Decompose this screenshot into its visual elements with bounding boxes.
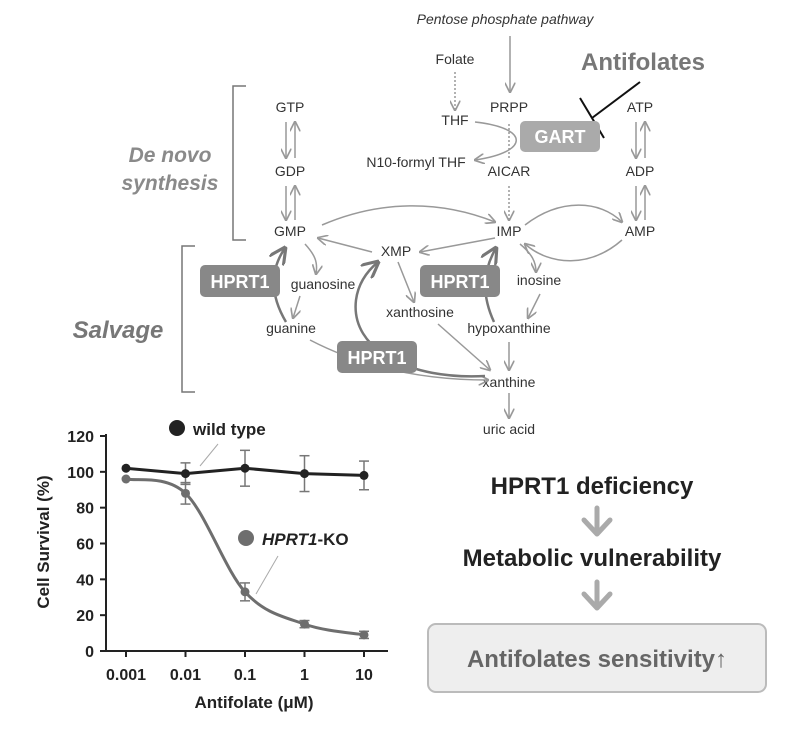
y-tick-label: 20 xyxy=(76,608,94,625)
x-tick-label: 0.001 xyxy=(106,667,146,684)
x-tick-label: 0.01 xyxy=(170,667,201,684)
summary-flow: HPRT1 deficiency Metabolic vulnerability… xyxy=(427,473,767,693)
summary-line-2: Metabolic vulnerability xyxy=(463,545,722,572)
data-point xyxy=(359,630,369,640)
y-tick-label: 60 xyxy=(76,537,94,554)
data-point xyxy=(300,469,309,479)
adp-label: ADP xyxy=(626,163,655,179)
down-arrow-icon xyxy=(581,579,613,611)
summary-line-3: Antifolates sensitivity↑ xyxy=(467,646,727,673)
data-point xyxy=(121,474,131,484)
amp-label: AMP xyxy=(625,223,655,239)
hprt1-label: HPRT1 xyxy=(430,272,489,292)
survival-chart: Cell Survival (%) Antifolate (μM) 0 20 40 6… xyxy=(34,420,388,712)
x-tick-label: 10 xyxy=(355,667,373,684)
gart-label: GART xyxy=(535,127,586,147)
hprt1-label: HPRT1 xyxy=(347,348,406,368)
y-tick-label: 80 xyxy=(76,501,94,518)
folate-label: Folate xyxy=(436,51,475,67)
legend-label-wild-type: wild type xyxy=(192,420,266,439)
gdp-label: GDP xyxy=(275,163,305,179)
hprt1-enzyme-xanthine: HPRT1 xyxy=(337,341,417,373)
x-tick-label: 0.1 xyxy=(234,667,256,684)
legend-leader xyxy=(255,555,279,595)
hprt1-enzyme-guanine: HPRT1 xyxy=(200,265,280,297)
atp-label: ATP xyxy=(627,99,653,115)
legend-label-hprt1-ko: HPRT1-KO xyxy=(262,530,349,549)
summary-line-1: HPRT1 deficiency xyxy=(491,473,694,500)
series-line xyxy=(125,477,365,637)
uric-acid-label: uric acid xyxy=(483,421,535,437)
hypoxanthine-label: hypoxanthine xyxy=(467,320,551,336)
antifolates-title: Antifolates xyxy=(581,49,705,76)
data-point xyxy=(181,488,190,498)
data-point xyxy=(359,470,369,480)
synthesis-label: synthesis xyxy=(122,172,219,195)
imp-label: IMP xyxy=(497,223,522,239)
legend-leader xyxy=(199,443,219,467)
legend-marker-hprt1-ko xyxy=(238,530,254,546)
guanosine-label: guanosine xyxy=(291,276,356,292)
n10-formyl-thf-label: N10-formyl THF xyxy=(366,154,465,170)
prpp-label: PRPP xyxy=(490,99,528,115)
data-point xyxy=(121,463,131,473)
data-point xyxy=(240,587,250,597)
inosine-label: inosine xyxy=(517,272,562,288)
reaction-arrows xyxy=(286,72,645,418)
y-tick-label: 100 xyxy=(67,465,94,482)
gart-enzyme: GART xyxy=(520,121,600,152)
pathway-diagram: Pentose phosphate pathway Antifolates De… xyxy=(73,11,705,437)
legend-marker-wild-type xyxy=(169,420,185,436)
aicar-label: AICAR xyxy=(488,163,531,179)
xmp-label: XMP xyxy=(381,243,411,259)
down-arrow-icon xyxy=(581,505,613,537)
guanine-label: guanine xyxy=(266,320,316,336)
data-point xyxy=(181,469,190,479)
salvage-label: Salvage xyxy=(73,317,164,344)
gtp-label: GTP xyxy=(276,99,305,115)
pentose-phosphate-label: Pentose phosphate pathway xyxy=(417,11,595,27)
hprt1-label: HPRT1 xyxy=(210,272,269,292)
xanthosine-label: xanthosine xyxy=(386,304,454,320)
hprt1-enzyme-hypoxanthine: HPRT1 xyxy=(420,265,500,297)
x-axis-label: Antifolate (μM) xyxy=(195,693,314,712)
data-point xyxy=(300,619,309,629)
data-point xyxy=(240,463,250,473)
y-tick-label: 40 xyxy=(76,572,94,589)
result-box xyxy=(427,623,767,693)
xanthine-label: xanthine xyxy=(483,374,536,390)
y-tick-label: 120 xyxy=(67,429,94,446)
de-novo-label: De novo xyxy=(129,144,212,167)
gmp-label: GMP xyxy=(274,223,306,239)
y-axis-label: Cell Survival (%) xyxy=(34,475,53,608)
y-tick-label: 0 xyxy=(85,644,94,661)
thf-label: THF xyxy=(441,112,468,128)
x-tick-label: 1 xyxy=(300,667,309,684)
